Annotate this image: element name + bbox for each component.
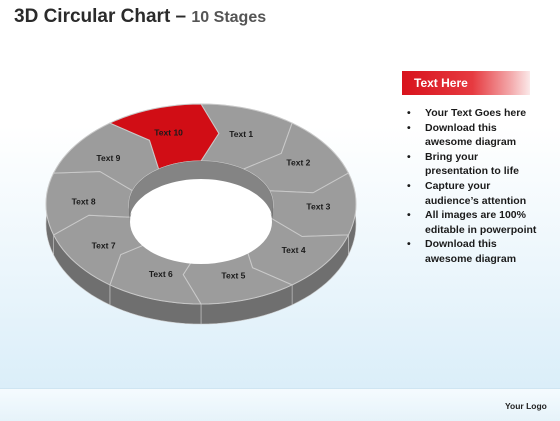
bullet-list: Your Text Goes here Download this awesom… [403, 106, 543, 267]
panel-header: Text Here [402, 71, 530, 95]
bullet-item: Your Text Goes here [403, 106, 543, 121]
segment-label: Text 4 [282, 245, 306, 255]
ring-hole-inner [130, 180, 272, 264]
footer-bar [0, 388, 560, 421]
segment-label: Text 3 [306, 202, 330, 212]
title-sub: 10 Stages [191, 9, 267, 26]
logo-text: Your Logo [505, 401, 547, 411]
segment-label: Text 6 [149, 269, 173, 279]
ring-tops [45, 103, 357, 305]
bullet-item: All images are 100% editable in powerpoi… [403, 208, 543, 237]
segment-label: Text 9 [96, 153, 120, 163]
bullet-item: Download this awesome diagram [403, 121, 543, 150]
title-main: 3D Circular Chart [14, 6, 171, 27]
segment-label: Text 8 [72, 196, 96, 206]
segment-label: Text 1 [229, 129, 253, 139]
slide-title: 3D Circular Chart – 10 Stages [14, 6, 266, 28]
title-dash: – [170, 6, 192, 27]
bullet-item: Bring your presentation to life [403, 150, 543, 179]
segment-label: Text 5 [221, 271, 245, 281]
bullet-item: Capture your audience’s attention [403, 179, 543, 208]
segment-label: Text 7 [92, 241, 116, 251]
segment-label: Text 2 [286, 157, 310, 167]
bullet-item: Download this awesome diagram [403, 237, 543, 266]
panel-header-text: Text Here [414, 76, 468, 90]
ring-inner-wall [129, 161, 273, 222]
ring-labels: Text 1 Text 2 Text 3 Text 4 Text 5 Text 6 Text… [72, 127, 331, 280]
segment-label: Text 10 [154, 127, 183, 137]
